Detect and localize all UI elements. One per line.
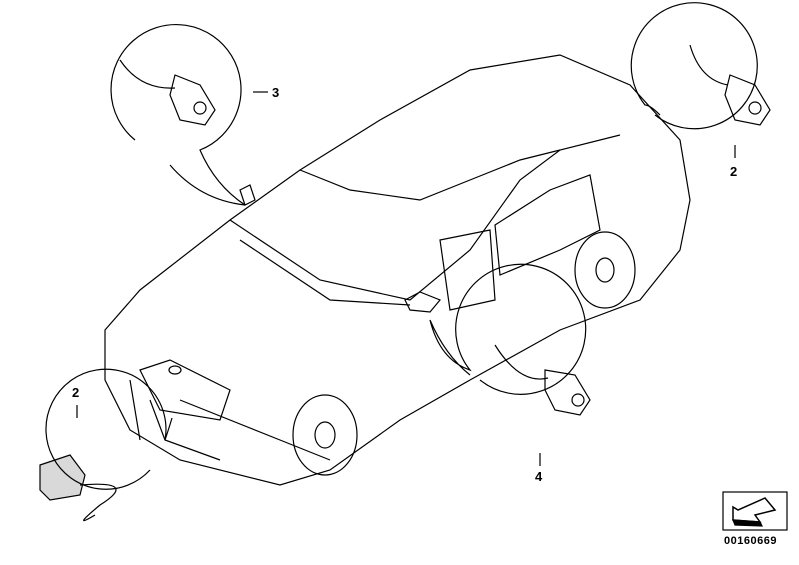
callout-2-front-bubble [39, 368, 173, 522]
arrow-icon [722, 491, 788, 531]
callout-3-bubble [110, 23, 246, 206]
callout-label-2-front: 2 [72, 385, 80, 400]
callout-label-3: 3 [272, 85, 280, 100]
image-code: 00160669 [724, 535, 777, 547]
callout-label-2-rear: 2 [730, 164, 738, 179]
callout-2-rear-bubble [630, 2, 771, 158]
callout-label-4: 4 [535, 469, 543, 484]
callout-4-bubble [253, 91, 591, 466]
car-outline [104, 54, 691, 486]
